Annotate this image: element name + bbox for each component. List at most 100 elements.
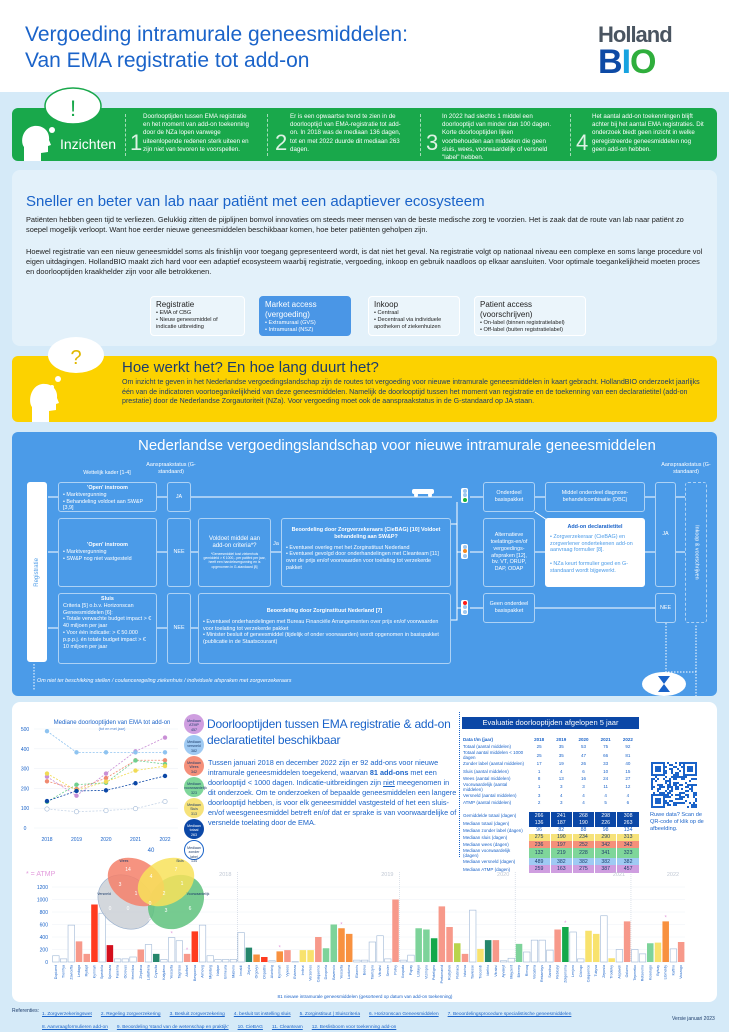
data-point — [45, 779, 49, 783]
qr-module — [671, 800, 673, 802]
bar-label: Imfinzi — [301, 965, 305, 976]
bar-label: Lenjoro — [571, 965, 575, 977]
table-cell: 16 — [572, 775, 594, 782]
qr-module — [671, 786, 673, 788]
qr-module — [669, 778, 671, 780]
reference-link[interactable]: 4. besluit tot instelling sluis — [234, 1012, 291, 1017]
qr-module — [651, 788, 653, 790]
data-point — [45, 799, 49, 803]
status-ja: JA — [655, 482, 676, 587]
section-title: Hoe werkt het? En hoe lang duurt het? — [122, 359, 379, 376]
bar-label: Besponsa — [193, 965, 197, 981]
step-title: Inkoop — [374, 300, 454, 310]
section-title: Sneller en beter van lab naar patiënt me… — [26, 193, 485, 210]
qr-module — [685, 790, 687, 792]
qr-module — [657, 762, 659, 764]
reference-link[interactable]: 8. Aanvraagformulieren add-on — [42, 1025, 108, 1030]
table-cell: 15 — [617, 768, 639, 775]
reference-link[interactable]: 12. Beslisboom voor toekenning add-on — [312, 1025, 397, 1030]
hollandbio-logo[interactable]: Holland BIO — [598, 24, 683, 78]
qr-module — [691, 778, 693, 780]
bar-label: Verzenios — [309, 965, 313, 981]
reference-link[interactable]: 5. Zorginstituut | Sluiscriteria — [300, 1012, 360, 1017]
qr-module — [667, 784, 669, 786]
qr-module — [675, 782, 677, 784]
bar-label: Rubraca — [455, 965, 459, 979]
step-title: Market access (vergoeding) — [265, 300, 345, 320]
qr-module — [659, 798, 661, 800]
qr-module — [695, 800, 697, 802]
table-cell: Versneld (aantal middelen) — [462, 792, 528, 799]
insight-number: 4 — [576, 130, 588, 156]
bar-label: Vitrakvi — [378, 965, 382, 977]
flow-step-registratie: Registratie• EMA of CBG• Nieuw geneesmid… — [150, 296, 245, 336]
table-cell: 2019 — [550, 736, 572, 743]
data-point — [74, 794, 78, 798]
y-tick-label: 600 — [40, 923, 49, 929]
y-tick-label: 500 — [21, 727, 30, 733]
bar-label: Oxlumo — [625, 965, 629, 977]
qr-caption: Ruwe data? Scan de QR-code of klik op de… — [650, 812, 712, 833]
reference-link[interactable]: 1. Zorgverzekeringswet — [42, 1012, 92, 1017]
x-tick-label: 2018 — [41, 837, 52, 843]
bar-label: Orgovyx — [255, 965, 259, 979]
reference-link[interactable]: 3. Besluit zorgverzekering — [170, 1012, 225, 1017]
qr-module — [675, 804, 677, 806]
bar-label: Rinvoq — [525, 965, 529, 976]
qr-module — [657, 800, 659, 802]
data-point — [163, 764, 167, 768]
bar — [624, 921, 631, 962]
qr-code[interactable] — [651, 762, 697, 808]
qr-module — [681, 778, 683, 780]
qr-module — [651, 796, 653, 798]
step-item: EMA of CBG — [160, 310, 192, 316]
qr-module — [683, 796, 685, 798]
reference-link[interactable]: 9. Beoordeling 'stand van de wetenschap … — [117, 1025, 229, 1030]
year-label: 2021 — [613, 872, 625, 878]
paragraph: Om inzicht te geven in het Nederlandse v… — [122, 378, 707, 407]
qr-module — [675, 774, 677, 776]
table-cell: 341 — [595, 848, 617, 858]
year-label: 2022 — [667, 872, 679, 878]
qr-module — [667, 762, 669, 764]
qr-module — [695, 794, 697, 796]
reference-link[interactable]: 11. Cleanteam — [272, 1025, 303, 1030]
bar-label: Vitrakvi — [494, 965, 498, 977]
reference-link[interactable]: 6. Horizonscan Geneesmiddelen — [369, 1012, 439, 1017]
reference-link[interactable]: 10. CieBAG — [238, 1025, 263, 1030]
data-point — [74, 750, 78, 754]
table-cell: 342 — [595, 841, 617, 848]
bar — [508, 958, 515, 962]
table-cell: Totaal aantal middelen < 1000 dagen — [462, 750, 528, 760]
table-cell: 136 — [528, 820, 550, 827]
bar-label: Crysvita — [154, 965, 158, 978]
reference-link[interactable]: 2. Regeling zorgverzekering — [101, 1012, 161, 1017]
step-item: Off-label (buiten registratielabel) — [484, 327, 564, 333]
qr-module — [689, 802, 691, 804]
venn-total: 40 — [148, 848, 155, 854]
table-cell: 266 — [528, 812, 550, 819]
table-cell: 290 — [595, 834, 617, 841]
y-tick-label: 0 — [24, 826, 27, 832]
qr-module — [683, 774, 685, 776]
bar-label: Calquence — [316, 965, 320, 982]
qr-module — [681, 762, 683, 764]
qr-module — [667, 804, 669, 806]
qr-module — [655, 794, 657, 796]
paragraph: Patiënten hebben geen tijd te verliezen.… — [26, 215, 706, 235]
bar — [431, 938, 438, 962]
qr-module — [691, 784, 693, 786]
qr-module — [665, 770, 667, 772]
bar-label: Zavicefta — [69, 965, 73, 980]
reference-link[interactable]: 7. Beoordelingsprocedure specialistische… — [448, 1012, 572, 1017]
bar — [168, 938, 175, 962]
qr-module — [671, 770, 673, 772]
bar — [423, 930, 430, 963]
qr-module — [667, 794, 669, 796]
qr-module — [651, 786, 653, 788]
